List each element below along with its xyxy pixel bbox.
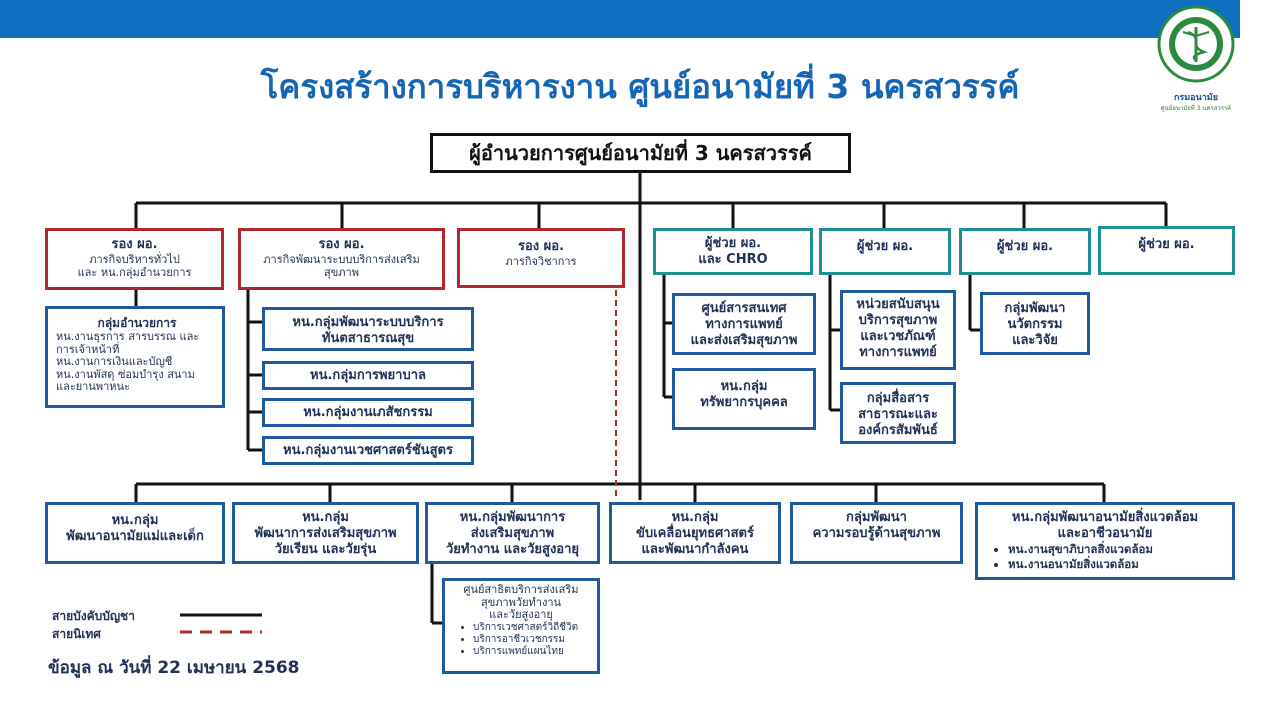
deputy-box-admin: รอง ผอ. ภารกิจบริหารทั่วไป และ หน.กลุ่มอ…	[45, 228, 224, 290]
asst2-unit-support: หน่วยสนับสนุน บริการสุขภาพ และเวชภัณฑ์ ท…	[840, 290, 956, 370]
group-label: กลุ่มพัฒนา ความรอบรู้ด้านสุขภาพ	[812, 510, 941, 541]
group-label: หน.กลุ่ม พัฒนาการส่งเสริมสุขภาพ วัยเรียน…	[254, 510, 397, 557]
assistant-title: ผู้ช่วย ผอ. และ CHRO	[698, 236, 768, 267]
assistant-box-4: ผู้ช่วย ผอ.	[1098, 226, 1235, 275]
admin-group-title: กลุ่มอำนวยการ	[97, 316, 177, 330]
data-date-note: ข้อมูล ณ วันที่ 22 เมษายน 2568	[48, 658, 300, 678]
director-box: ผู้อำนวยการศูนย์อนามัยที่ 3 นครสวรรค์	[430, 133, 851, 173]
admin-group-box: กลุ่มอำนวยการ หน.งานธุรการ สารบรรณ และ ก…	[45, 306, 225, 408]
service-group-dental: หน.กลุ่มพัฒนาระบบบริการ ทันตสาธารณสุข	[262, 307, 474, 351]
deputy-title: รอง ผอ.	[318, 237, 365, 252]
assistant-box-chro: ผู้ช่วย ผอ. และ CHRO	[653, 228, 813, 275]
unit-label: หน.กลุ่ม ทรัพยากรบุคคล	[700, 379, 788, 410]
group-label: หน.กลุ่มพัฒนาระบบบริการ ทันตสาธารณสุข	[292, 315, 444, 346]
demo-center-item: บริการอาชีวเวชกรรม	[473, 634, 597, 646]
group-label: หน.กลุ่มพัฒนาการ ส่งเสริมสุขภาพ วัยทำงาน…	[445, 510, 580, 557]
group-label: หน.กลุ่ม พัฒนาอนามัยแม่และเด็ก	[66, 513, 204, 544]
assistant-title: ผู้ช่วย ผอ.	[856, 239, 914, 254]
assistant-title: ผู้ช่วย ผอ.	[1138, 237, 1195, 252]
service-group-pharmacy: หน.กลุ่มงานเภสัชกรรม	[262, 398, 474, 427]
group-label: หน.กลุ่มงานเภสัชกรรม	[303, 405, 433, 420]
environment-items: หน.งานสุขาภิบาลสิ่งแวดล้อม หน.งานอนามัยส…	[978, 542, 1232, 572]
demo-center-item: บริการแพทย์แผนไทย	[473, 646, 597, 658]
environment-item: หน.งานอนามัยสิ่งแวดล้อม	[1008, 557, 1232, 572]
group-label: หน.กลุ่ม ขับเคลื่อนยุทธศาสตร์ และพัฒนากำ…	[636, 510, 754, 557]
deputy-title: รอง ผอ.	[517, 239, 565, 254]
elderly-demo-center-box: ศูนย์สาธิตบริการส่งเสริม สุขภาพวัยทำงาน …	[442, 578, 600, 674]
admin-group-lines: หน.งานธุรการ สารบรรณ และ การเจ้าหน้าที่ …	[56, 330, 200, 393]
legend-technical-line: สายนิเทศ	[52, 627, 101, 641]
group-label: หน.กลุ่มการพยาบาล	[310, 368, 426, 383]
deputy-subtitle: ภารกิจวิชาการ	[505, 255, 577, 268]
deputy-subtitle: ภารกิจบริหารทั่วไป และ หน.กลุ่มอำนวยการ	[77, 253, 192, 279]
logo-text: กรมอนามัย	[1173, 93, 1219, 103]
unit-label: ศูนย์สารสนเทศ ทางการแพทย์ และส่งเสริมสุข…	[690, 301, 798, 348]
deputy-subtitle: ภารกิจพัฒนาระบบบริการส่งเสริม สุขภาพ	[263, 253, 420, 279]
assistant-box-2: ผู้ช่วย ผอ.	[819, 228, 951, 275]
bottom-group-working-elderly: หน.กลุ่มพัฒนาการ ส่งเสริมสุขภาพ วัยทำงาน…	[425, 502, 600, 564]
demo-center-items: บริการเวชศาสตร์วิถีชีวิต บริการอาชีวเวชก…	[445, 622, 597, 658]
logo-subtext: ศูนย์อนามัยที่ 3 นครสวรรค์	[1160, 105, 1232, 112]
legend-command-line: สายบังคับบัญชา	[52, 609, 135, 623]
bottom-group-strategy: หน.กลุ่ม ขับเคลื่อนยุทธศาสตร์ และพัฒนากำ…	[609, 502, 781, 564]
deputy-box-service: รอง ผอ. ภารกิจพัฒนาระบบบริการส่งเสริม สุ…	[238, 228, 445, 290]
unit-label: กลุ่มสื่อสาร สาธารณะและ องค์กรสัมพันธ์	[858, 391, 938, 438]
bottom-group-maternal: หน.กลุ่ม พัฒนาอนามัยแม่และเด็ก	[45, 502, 225, 564]
ministry-seal-icon	[1157, 5, 1235, 83]
chro-unit-info-center: ศูนย์สารสนเทศ ทางการแพทย์ และส่งเสริมสุข…	[672, 293, 816, 355]
deputy-title: รอง ผอ.	[111, 237, 158, 252]
asst2-unit-communication: กลุ่มสื่อสาร สาธารณะและ องค์กรสัมพันธ์	[840, 382, 956, 444]
asst3-unit-innovation: กลุ่มพัฒนา นวัตกรรม และวิจัย	[980, 292, 1090, 355]
unit-label: กลุ่มพัฒนา นวัตกรรม และวิจัย	[1004, 301, 1066, 348]
bottom-group-health-literacy: กลุ่มพัฒนา ความรอบรู้ด้านสุขภาพ	[790, 502, 963, 564]
group-label: หน.กลุ่มพัฒนาอนามัยสิ่งแวดล้อม และอาชีวอ…	[1011, 510, 1199, 541]
bottom-group-school: หน.กลุ่ม พัฒนาการส่งเสริมสุขภาพ วัยเรียน…	[232, 502, 419, 564]
page-title: โครงสร้างการบริหารงาน ศูนย์อนามัยที่ 3 น…	[260, 67, 1020, 106]
deputy-box-academic: รอง ผอ. ภารกิจวิชาการ	[457, 228, 625, 288]
service-group-nursing: หน.กลุ่มการพยาบาล	[262, 361, 474, 390]
assistant-box-3: ผู้ช่วย ผอ.	[959, 228, 1091, 275]
assistant-title: ผู้ช่วย ผอ.	[996, 239, 1054, 254]
service-group-lab: หน.กลุ่มงานเวชศาสตร์ชันสูตร	[262, 436, 474, 465]
header-bar	[0, 0, 1240, 38]
demo-center-item: บริการเวชศาสตร์วิถีชีวิต	[473, 622, 597, 634]
chro-unit-hr: หน.กลุ่ม ทรัพยากรบุคคล	[672, 368, 816, 430]
unit-label: หน่วยสนับสนุน บริการสุขภาพ และเวชภัณฑ์ ท…	[856, 297, 940, 360]
group-label: หน.กลุ่มงานเวชศาสตร์ชันสูตร	[283, 443, 453, 458]
bottom-group-environment: หน.กลุ่มพัฒนาอนามัยสิ่งแวดล้อม และอาชีวอ…	[975, 502, 1235, 580]
environment-item: หน.งานสุขาภิบาลสิ่งแวดล้อม	[1008, 542, 1232, 557]
demo-center-title: ศูนย์สาธิตบริการส่งเสริม สุขภาพวัยทำงาน …	[463, 583, 579, 621]
ministry-logo: กรมอนามัย ศูนย์อนามัยที่ 3 นครสวรรค์	[1155, 2, 1237, 116]
